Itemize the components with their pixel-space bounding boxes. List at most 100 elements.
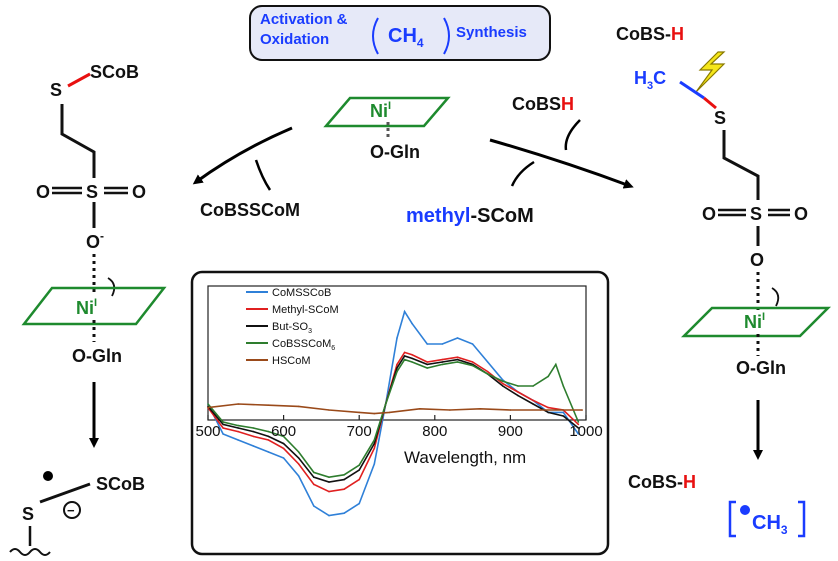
right-ch3-radical: CH3 xyxy=(752,512,788,537)
series-4-point xyxy=(411,361,413,363)
series-5-point xyxy=(373,412,376,415)
series-3-point xyxy=(358,469,361,471)
series-5-point xyxy=(449,409,451,411)
series-3-point xyxy=(532,403,534,405)
legend: CoMSSCoB Methyl-SCoM But-SO3 CoBSSCoM6 H… xyxy=(246,287,339,367)
series-3-point xyxy=(403,355,406,357)
left-radical-dot xyxy=(43,471,53,481)
series-2-point xyxy=(471,361,474,363)
center-complex: NiI O-Gln xyxy=(323,96,451,162)
series-4-point xyxy=(577,421,580,423)
right-arrow-line xyxy=(489,138,634,189)
series-4-point xyxy=(471,364,474,367)
series-2-point xyxy=(502,382,504,385)
left-plane xyxy=(21,286,167,326)
left-chain xyxy=(60,104,96,178)
series-1-point xyxy=(222,433,224,435)
series-4-point xyxy=(328,476,330,479)
series-4-point xyxy=(373,439,376,441)
series-2-point xyxy=(532,399,534,402)
series-3-point xyxy=(456,358,459,361)
right-product-cobs-h: CoBS-H xyxy=(628,472,696,492)
series-1-point xyxy=(252,445,255,447)
series-1-point xyxy=(328,514,330,517)
series-3-point xyxy=(441,361,444,363)
series-2-point xyxy=(441,358,444,361)
series-2-point xyxy=(396,363,398,366)
series-5-point xyxy=(297,405,300,408)
right-bracket-left xyxy=(728,500,736,538)
header-box: Activation & Oxidation CH4 Synthesis xyxy=(249,5,551,61)
legend-label-4: CoBSSCoM6 xyxy=(272,338,335,352)
left-o-minus: O- xyxy=(86,229,104,252)
series-4-point xyxy=(555,363,557,366)
series-4-point xyxy=(222,421,224,423)
right-radical-dot xyxy=(740,505,750,515)
left-o-left: O xyxy=(36,182,50,202)
series-3-point xyxy=(562,415,565,417)
cobsscom-label: CoBSSCoM xyxy=(200,200,300,220)
right-bracket-right xyxy=(798,500,806,538)
right-cobs-h: CoBS-H xyxy=(616,24,684,44)
series-4-point xyxy=(396,370,398,373)
series-4-point xyxy=(313,471,315,474)
series-4-point xyxy=(517,385,519,387)
series-1-point xyxy=(471,343,474,345)
header-left-1: Activation & xyxy=(260,11,348,28)
x-tick-label-500: 500 xyxy=(195,423,220,440)
legend-label-3: But-SO3 xyxy=(272,321,312,335)
x-axis-label: Wavelength, nm xyxy=(404,448,526,467)
right-chain xyxy=(722,130,760,200)
center-ni: NiI xyxy=(370,100,391,121)
right-arrow-in xyxy=(564,119,581,151)
series-5-point xyxy=(267,404,270,407)
series-4-point xyxy=(282,435,285,438)
series-3-point xyxy=(411,357,413,360)
x-tick-label-600: 600 xyxy=(271,423,296,440)
series-3-point xyxy=(502,385,504,387)
series-1-point xyxy=(237,439,239,441)
series-4-point xyxy=(237,424,239,427)
series-3-point xyxy=(282,442,285,445)
series-2-point xyxy=(358,478,361,481)
series-5-point xyxy=(570,409,572,411)
series-4-point xyxy=(403,358,406,361)
right-ligand: O-Gln xyxy=(736,358,786,378)
series-5-point xyxy=(388,411,391,414)
series-2-point xyxy=(222,427,224,429)
left-product-s: S xyxy=(22,504,34,524)
series-5-point xyxy=(237,403,239,405)
series-2-point xyxy=(252,435,255,438)
series-4-point xyxy=(562,385,565,387)
lightning-icon xyxy=(695,51,726,93)
series-2-point xyxy=(328,490,330,493)
series-1-point xyxy=(297,475,300,477)
series-2-point xyxy=(313,483,315,486)
series-2-point xyxy=(486,370,489,373)
legend-label-1: CoMSSCoB xyxy=(272,287,331,299)
series-4-point xyxy=(207,403,209,405)
x-tick-label-800: 800 xyxy=(422,423,447,440)
left-arrow-branch xyxy=(254,159,272,191)
series-3-point xyxy=(373,442,376,445)
series-5-point xyxy=(479,408,482,410)
series-2-point xyxy=(373,447,376,450)
right-ni: NiI xyxy=(744,311,765,332)
series-2-point xyxy=(282,447,285,450)
left-arrow-line xyxy=(192,126,293,185)
header-left-arrow xyxy=(372,17,379,55)
series-4-point xyxy=(267,430,270,433)
right-h3c: H3C xyxy=(634,68,666,92)
x-tick-label-700: 700 xyxy=(347,423,372,440)
series-3-point xyxy=(426,363,429,366)
header-left-2: Oxidation xyxy=(260,31,329,48)
series-4-point xyxy=(426,367,429,369)
series-2-point xyxy=(426,361,429,363)
legend-label-5: HSCoM xyxy=(272,355,311,367)
right-plane xyxy=(680,306,832,338)
left-product-scob: SCoB xyxy=(96,474,145,494)
left-structure: SCoB S O S O O- NiI O-Gln SCoB S − xyxy=(9,62,167,556)
series-4-point xyxy=(358,464,361,467)
left-curved-arrow xyxy=(107,277,116,297)
series-2-point xyxy=(297,463,300,465)
